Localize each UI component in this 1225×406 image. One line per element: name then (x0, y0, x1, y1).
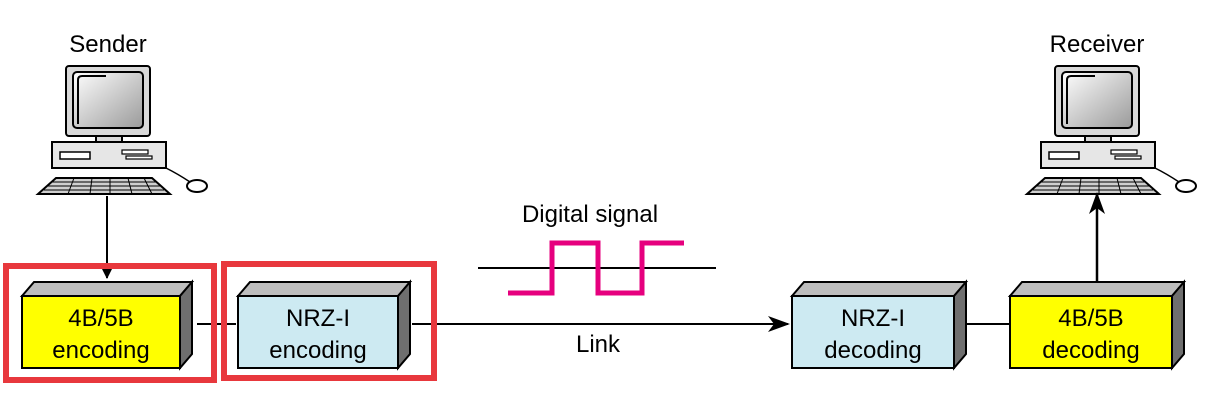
block-face (21, 295, 181, 369)
link-label: Link (576, 331, 621, 358)
block-line2: decoding (824, 337, 921, 364)
block-4b5b-decoding: 4B/5B decoding (1007, 279, 1187, 371)
highlight-frame (3, 263, 217, 383)
block-face (1009, 295, 1173, 369)
digital-signal-label: Digital signal (522, 201, 658, 228)
block-line2: decoding (1042, 337, 1139, 364)
computer-icon (37, 65, 208, 195)
block-face (237, 295, 399, 369)
receiver-label: Receiver (1050, 31, 1145, 58)
block-line1: NRZ-I (841, 305, 905, 332)
block-line2: encoding (52, 337, 149, 364)
signal-waveform (508, 240, 684, 296)
computer-icon (1026, 65, 1197, 195)
block-line1: NRZ-I (286, 305, 350, 332)
block-face (791, 295, 955, 369)
block-line2: encoding (269, 337, 366, 364)
sender-label: Sender (69, 31, 146, 58)
block-nrzi-encoding: NRZ-I encoding (235, 279, 413, 371)
block-line1: 4B/5B (68, 305, 133, 332)
block-4b5b-encoding: 4B/5B encoding (19, 279, 195, 371)
block-nrzi-decoding: NRZ-I decoding (789, 279, 969, 371)
highlight-frame (221, 261, 437, 381)
block-line1: 4B/5B (1058, 305, 1123, 332)
